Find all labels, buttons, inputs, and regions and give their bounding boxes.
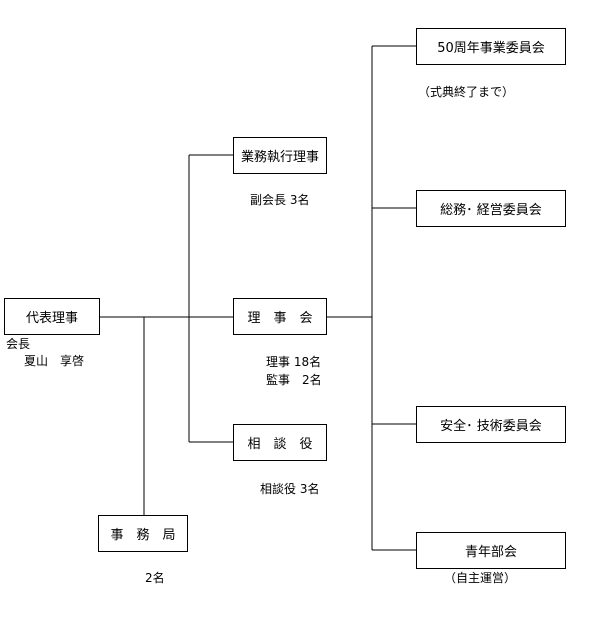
node-representative-director: 代表理事 [4, 298, 100, 335]
secretariat-count-note: 2名 [145, 571, 165, 585]
node-secretariat: 事 務 局 [98, 515, 188, 552]
anniv-committee-note: （式典終了まで） [418, 85, 515, 99]
exec-count-note: 副会長 3名 [250, 193, 310, 207]
advisor-count-note: 相談役 3名 [260, 482, 320, 496]
youth-division-note: （自主運営） [444, 571, 517, 585]
chair-name-label: 夏山 享啓 [24, 354, 85, 368]
node-youth-division: 青年部会 [416, 532, 566, 569]
node-safety-technology-committee: 安全･ 技術委員会 [416, 406, 566, 443]
node-50th-anniversary-committee: 50周年事業委員会 [416, 28, 566, 65]
node-executive-directors: 業務執行理事 [233, 137, 327, 174]
board-auditors-count-note: 監事 2名 [266, 373, 322, 387]
board-directors-count-note: 理事 18名 [266, 355, 322, 369]
node-general-affairs-committee: 総務･ 経営委員会 [416, 190, 566, 227]
chair-title-label: 会長 [6, 337, 31, 351]
node-board-of-directors: 理 事 会 [233, 298, 327, 335]
node-advisors: 相 談 役 [233, 424, 327, 461]
